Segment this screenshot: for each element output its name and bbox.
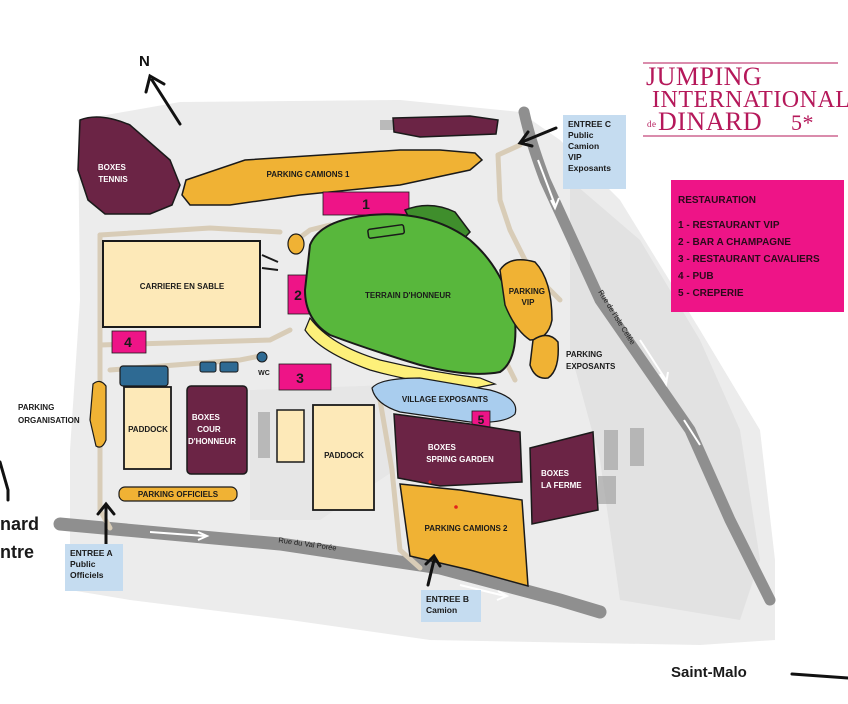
restauration-legend: RESTAURATION 1 - RESTAURANT VIP 2 - BAR … <box>671 180 844 312</box>
entree-a-title: ENTREE A <box>70 548 113 558</box>
boxes-cour-d-honneur-label: BOXES COUR D'HONNEUR <box>188 413 236 446</box>
parking-officiels-label: PARKING OFFICIELS <box>138 490 219 499</box>
title-jumping: JUMPING <box>646 62 763 91</box>
parking-vip-zone <box>499 259 553 341</box>
boxes-tennis-zone <box>77 116 181 215</box>
saint-malo-arrow <box>790 672 848 680</box>
paddock-center-label: PADDOCK <box>324 451 364 460</box>
saint-malo-direction: Saint-Malo <box>671 664 747 681</box>
tribune-zone <box>304 316 498 389</box>
north-label: N <box>139 53 150 70</box>
wc-marker <box>256 351 268 363</box>
terrain-d-honneur-zone <box>303 213 517 375</box>
boxes-tennis-label: BOXES TENNIS <box>98 163 128 184</box>
boxes-la-ferme-label: BOXES LA FERME <box>541 469 582 490</box>
red-dot <box>428 480 432 484</box>
title-international: INTERNATIONAL <box>652 87 848 113</box>
parking-camions-2-label: PARKING CAMIONS 2 <box>425 524 509 533</box>
entree-b-arrow <box>424 553 442 587</box>
carriere-en-sable-zone <box>102 240 261 328</box>
parking-exposants-label: PARKING EXPOSANTS <box>566 350 616 371</box>
restaurant-marker-5-number: 5 <box>478 413 485 427</box>
restaurant-marker-4 <box>111 330 147 354</box>
village-exposants-label: VILLAGE EXPOSANTS <box>402 395 489 404</box>
entree-c-line: Public <box>568 130 594 140</box>
entree-a-box: ENTREE A Public Officiels <box>65 544 123 591</box>
restaurant-marker-2-number: 2 <box>294 287 302 303</box>
wc-label: WC <box>258 370 270 377</box>
parking-small-zone <box>287 233 305 255</box>
paddock-blue-small-1 <box>199 361 217 373</box>
paddock-center-zone <box>312 404 375 511</box>
parking-officiels-zone <box>118 486 238 502</box>
restaurant-marker-4-number: 4 <box>124 334 132 350</box>
boxes-spring-garden-zone <box>393 413 523 487</box>
boxes-la-ferme-zone <box>529 431 599 525</box>
paddock-left-zone <box>123 386 172 470</box>
boxes-cour-d-honneur-zone <box>186 385 248 475</box>
terrain-d-honneur-label: TERRAIN D'HONNEUR <box>365 291 451 300</box>
paddock-left-label: PADDOCK <box>128 425 168 434</box>
parking-organisation-label: PARKING ORGANISATION <box>18 403 80 425</box>
restaurant-marker-3-number: 3 <box>296 370 304 386</box>
boxes-top-zone <box>392 115 499 138</box>
parking-vip-label: PARKING VIP <box>509 287 548 307</box>
red-dot <box>454 505 458 509</box>
entree-a-arrow <box>96 501 116 546</box>
restauration-title: RESTAURATION <box>678 195 756 206</box>
road-isle-celee <box>518 106 776 606</box>
entree-c-line: VIP <box>568 152 582 162</box>
entree-c-title: ENTREE C <box>568 119 611 129</box>
paddock-blue-zone <box>119 365 169 387</box>
restaurant-marker-1-number: 1 <box>362 196 370 212</box>
parking-organisation-zone <box>89 380 107 448</box>
boxes-spring-garden-label: BOXES SPRING GARDEN <box>426 443 494 464</box>
sand-small-zone <box>276 409 305 463</box>
entree-a-line: Public <box>70 559 96 569</box>
restauration-item: 3 - RESTAURANT CAVALIERS <box>678 254 820 265</box>
entree-c-line: Exposants <box>568 163 611 173</box>
paddock-blue-small-2 <box>219 361 239 373</box>
dinard-direction-line1: nard <box>0 514 40 534</box>
gate-icon <box>261 254 279 271</box>
dinard-direction-line2: ntre <box>0 542 35 562</box>
title-de: de <box>647 119 657 129</box>
title-stars: 5* <box>791 110 814 135</box>
judges-box <box>367 224 406 239</box>
road-val-poree <box>53 517 607 619</box>
restauration-item: 4 - PUB <box>678 271 714 282</box>
entree-b-title: ENTREE B <box>426 594 469 604</box>
entree-b-box: ENTREE B Camion <box>421 590 481 622</box>
entree-c-arrow <box>517 126 558 148</box>
restauration-item: 2 - BAR A CHAMPAGNE <box>678 237 791 248</box>
restauration-item: 1 - RESTAURANT VIP <box>678 220 780 231</box>
parking-camions-1-label: PARKING CAMIONS 1 <box>267 170 351 179</box>
entree-b-line: Camion <box>426 605 458 615</box>
restauration-item: 5 - CREPERIE <box>678 288 744 299</box>
parking-camions-2-zone <box>399 483 529 588</box>
carriere-en-sable-label: CARRIERE EN SABLE <box>140 282 225 291</box>
entree-c-box: ENTREE C Public Camion VIP Exposants <box>563 115 626 189</box>
parking-vip-small-zone <box>529 334 560 379</box>
north-arrow: N <box>139 53 182 126</box>
dinard-arrow <box>0 460 10 502</box>
entree-a-line: Officiels <box>70 570 104 580</box>
roads <box>53 106 776 619</box>
entrance-arrows <box>96 126 558 587</box>
restaurant-marker-3 <box>278 363 332 391</box>
title-dinard: DINARD <box>658 107 763 136</box>
parking-camions-1-zone <box>181 149 484 206</box>
entree-c-line: Camion <box>568 141 600 151</box>
